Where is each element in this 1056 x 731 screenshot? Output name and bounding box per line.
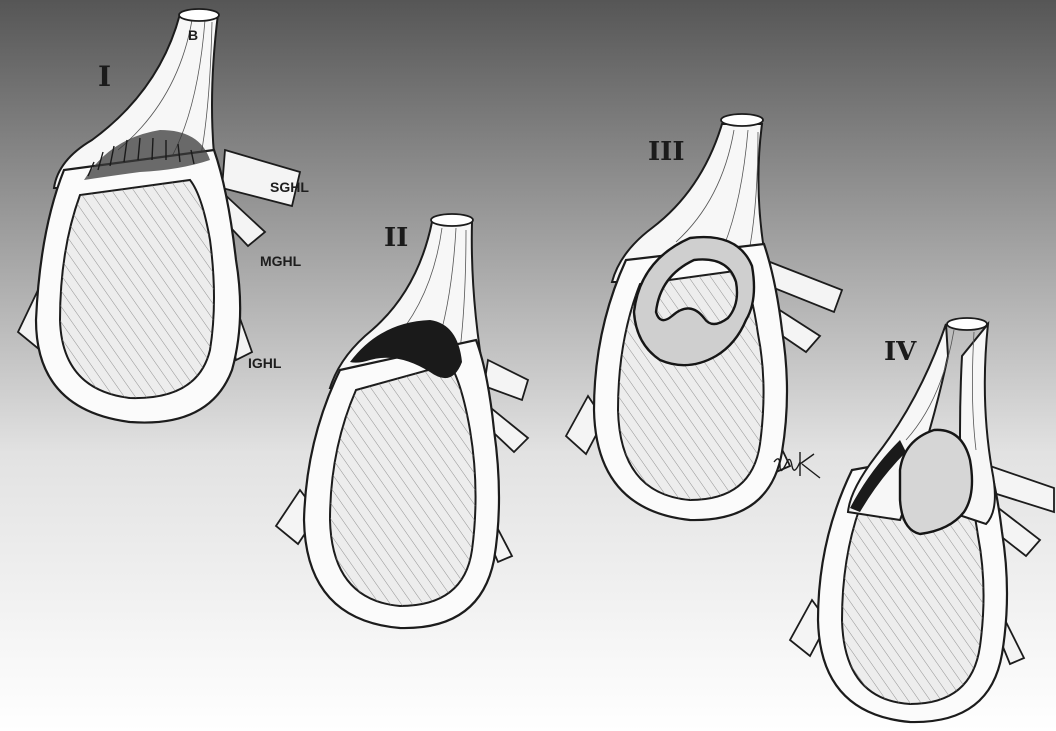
fossa-hatching (60, 180, 214, 398)
tendon-cut-end (179, 9, 219, 21)
stage-4-cut-end (947, 318, 987, 330)
stage-2-label: II (384, 223, 408, 253)
stage-1-label: I (98, 60, 111, 93)
stage-2-hatching (330, 364, 476, 606)
stage-2-cut-end (431, 214, 473, 226)
biceps-label: B (188, 27, 198, 43)
mghl-label: MGHL (260, 253, 302, 269)
stage-3-label: III (648, 137, 685, 167)
stage-4-label: IV (884, 337, 917, 367)
stage-3-cut-end (721, 114, 763, 126)
sghl-label: SGHL (270, 179, 309, 195)
ighl-label: IGHL (248, 355, 282, 371)
